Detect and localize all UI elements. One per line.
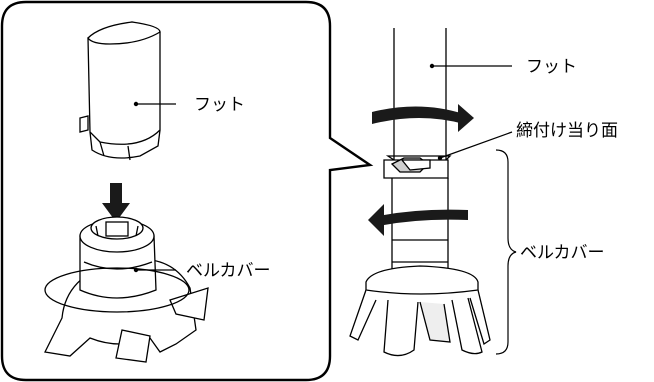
inset-foot-part [79, 21, 161, 161]
main-bell-cover-base [349, 265, 491, 357]
inset-foot-label: フット [194, 95, 245, 115]
tighten-collar [383, 157, 449, 179]
main-bell-cover-label: ベルカバー [520, 243, 605, 263]
inset-foot-leader-dot [133, 101, 139, 107]
down-arrow-icon [102, 183, 130, 222]
tighten-surface-leader [439, 131, 513, 159]
inset-bell-cover-part [44, 216, 209, 363]
main-foot-leader-dot [429, 63, 435, 69]
main-foot-pole [385, 28, 452, 161]
main-bell-neck [391, 178, 449, 270]
tighten-surface-leader-dot [437, 155, 443, 161]
rotate-right-arrow-icon [372, 104, 474, 132]
inset-bell-cover-label: ベルカバー [186, 261, 271, 281]
bell-cover-brace [495, 149, 517, 355]
rotate-left-arrow-icon [368, 204, 468, 236]
tighten-surface-label: 締付け当り面 [516, 121, 618, 141]
detail-inset: フット ベルカバー [0, 0, 374, 382]
main-foot-label: フット [526, 57, 577, 77]
main-assembly: フット 締付け当り面 ベルカバー [349, 28, 618, 357]
inset-bell-cover-leader-dot [133, 267, 139, 273]
